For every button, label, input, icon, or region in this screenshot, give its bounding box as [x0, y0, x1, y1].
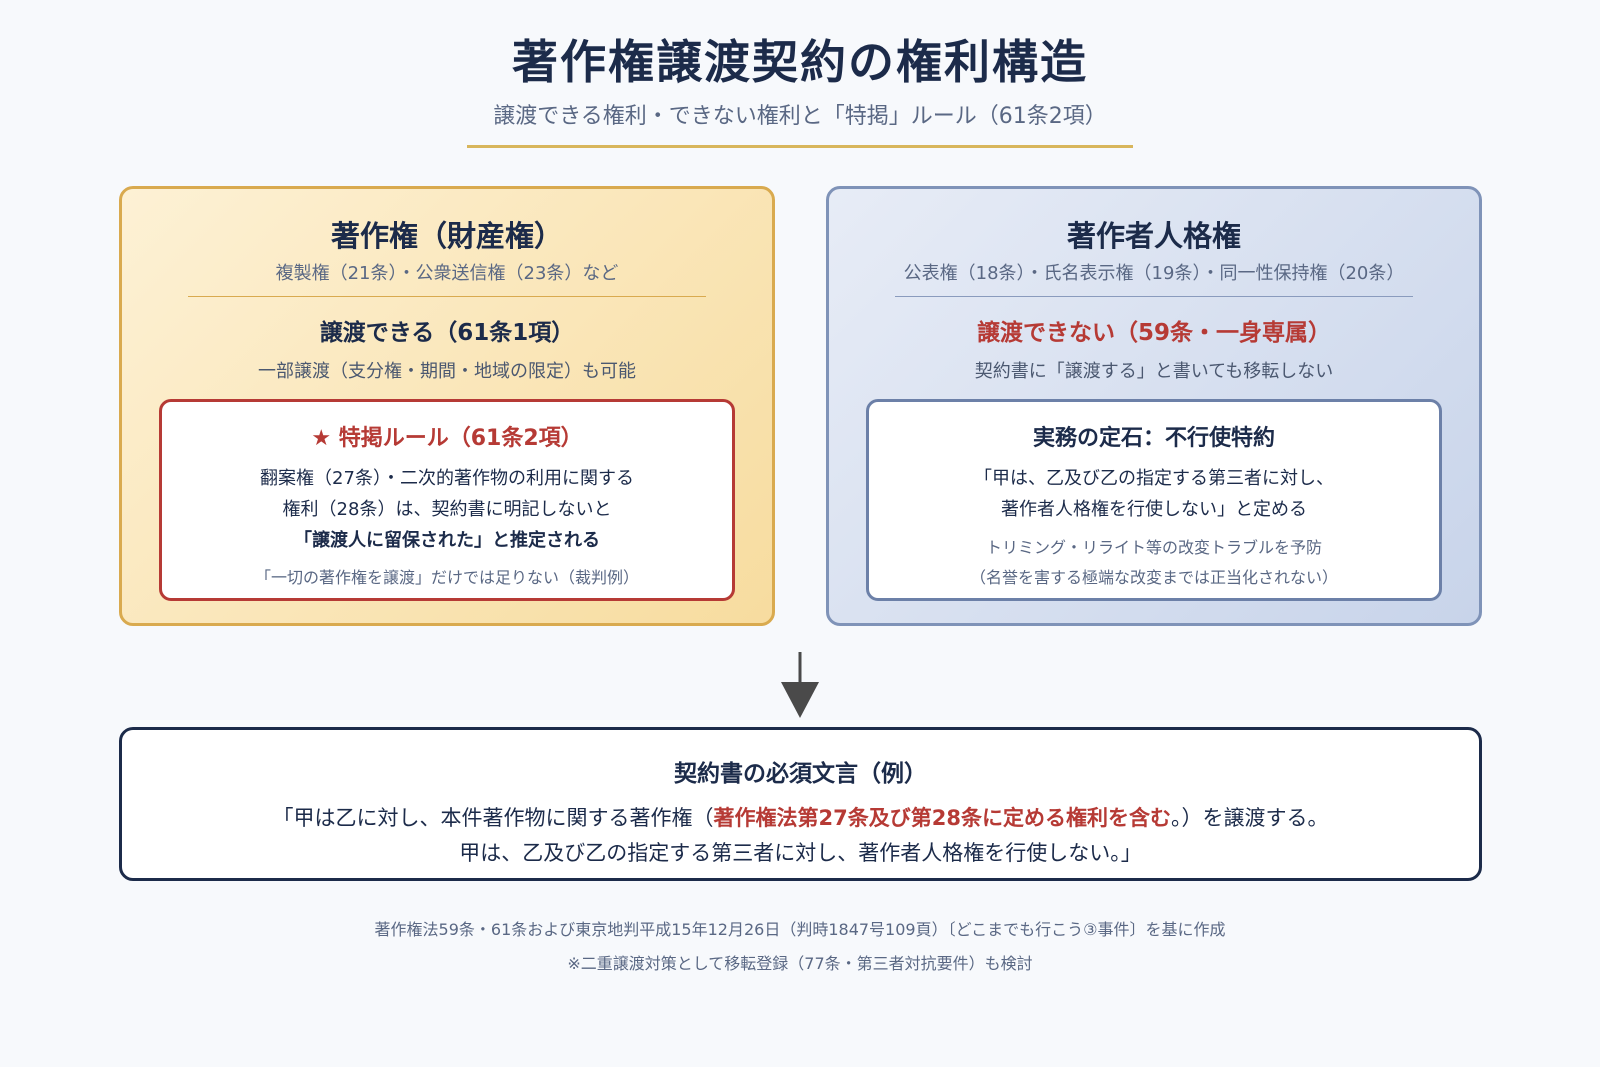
page-title: 著作権譲渡契約の権利構造 — [512, 35, 1088, 89]
panel-note: 一部譲渡（支分権・期間・地域の限定）も可能 — [258, 361, 636, 382]
callout-heading: 実務の定石：不行使特約 — [1032, 426, 1275, 451]
callout-heading: ★ 特掲ルール（61条2項） — [311, 426, 583, 451]
panel-divider — [188, 296, 706, 297]
required-clause-box: 契約書の必須文言（例） 「甲は乙に対し、本件著作物に関する著作権（著作権法第27… — [119, 727, 1482, 881]
copyright-property-panel: 著作権（財産権） 複製権（21条）・公衆送信権（23条）など 譲渡できる（61条… — [119, 186, 775, 626]
title-underline — [467, 145, 1133, 148]
callout-line: 著作者人格権を行使しない」と定める — [1001, 499, 1307, 520]
panel-examples: 公表権（18条）・氏名表示権（19条）・同一性保持権（20条） — [903, 263, 1405, 284]
clause-text: 。）を譲渡する。 — [1170, 806, 1329, 830]
clause-line-1: 「甲は乙に対し、本件著作物に関する著作権（著作権法第27条及び第28条に定める権… — [122, 802, 1479, 832]
callout-line-emphasis: 「譲渡人に留保された」と推定される — [294, 530, 600, 551]
panel-status: 譲渡できない（59条・一身専属） — [976, 320, 1331, 346]
clause-heading: 契約書の必須文言（例） — [674, 761, 927, 787]
callout-line: 権利（28条）は、契約書に明記しないと — [282, 499, 612, 520]
panel-divider — [895, 296, 1413, 297]
down-arrow-icon — [781, 652, 819, 718]
callout-line: 翻案権（27条）・二次的著作物の利用に関する — [260, 468, 634, 489]
panel-examples: 複製権（21条）・公衆送信権（23条）など — [275, 263, 619, 284]
clause-highlight: 著作権法第27条及び第28条に定める権利を含む — [713, 806, 1171, 830]
callout-note: （名誉を害する極端な改変までは正当化されない） — [969, 568, 1338, 587]
panel-note: 契約書に「譲渡する」と書いても移転しない — [974, 361, 1334, 382]
footnote: ※二重譲渡対策として移転登録（77条・第三者対抗要件）も検討 — [567, 954, 1033, 973]
clause-line-2: 甲は、乙及び乙の指定する第三者に対し、著作者人格権を行使しない。」 — [459, 841, 1142, 865]
callout-line: 「甲は、乙及び乙の指定する第三者に対し、 — [974, 468, 1334, 489]
panel-heading: 著作権（財産権） — [330, 219, 563, 253]
callout-note: 「一切の著作権を譲渡」だけでは足りない（裁判例） — [254, 568, 639, 587]
special-mention-rule-callout: ★ 特掲ルール（61条2項） 翻案権（27条）・二次的著作物の利用に関する 権利… — [159, 399, 735, 601]
callout-note: トリミング・リライト等の改変トラブルを予防 — [985, 538, 1322, 557]
panel-heading: 著作者人格権 — [1066, 219, 1241, 253]
moral-rights-panel: 著作者人格権 公表権（18条）・氏名表示権（19条）・同一性保持権（20条） 譲… — [826, 186, 1482, 626]
non-exercise-clause-callout: 実務の定石：不行使特約 「甲は、乙及び乙の指定する第三者に対し、 著作者人格権を… — [866, 399, 1442, 601]
source-note: 著作権法59条・61条および東京地判平成15年12月26日（判時1847号109… — [374, 920, 1226, 939]
clause-text: 「甲は乙に対し、本件著作物に関する著作権（ — [272, 806, 714, 830]
panel-status: 譲渡できる（61条1項） — [319, 320, 575, 346]
page-subtitle: 譲渡できる権利・できない権利と「特掲」ルール（61条2項） — [493, 104, 1107, 129]
